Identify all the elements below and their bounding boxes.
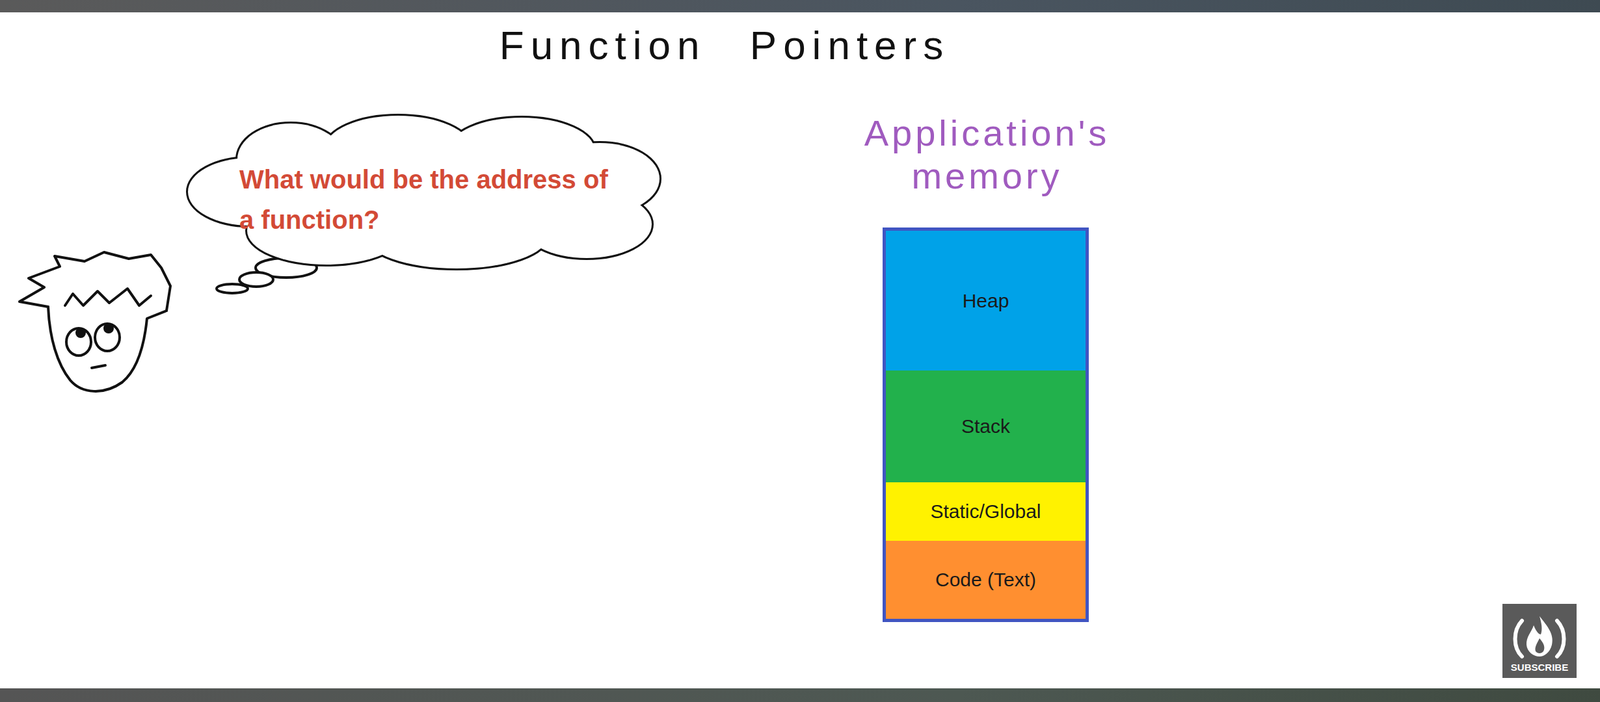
memory-segment: Stack (885, 370, 1086, 483)
memory-segment: Heap (885, 230, 1086, 371)
segment-label: Stack (961, 415, 1011, 438)
bottom-bar (0, 688, 1600, 702)
memory-block: Application's memoryHeapStackStatic/Glob… (841, 111, 1133, 623)
memory-segment: Code (Text) (885, 541, 1086, 620)
cartoon-face (19, 252, 171, 392)
memory-segment: Static/Global (885, 482, 1086, 542)
top-bar (0, 0, 1600, 13)
block-heading: Application's memory (841, 111, 1133, 198)
thought-text: What would be the address of a function? (239, 159, 624, 240)
badge-label: SUBSCRIBE (1502, 662, 1577, 674)
thought-cloud: What would be the address of a function? (183, 112, 665, 272)
segment-label: Static/Global (930, 500, 1041, 523)
subscribe-badge (1502, 604, 1577, 679)
segment-label: Heap (962, 290, 1010, 313)
diagram-title: Function Pointers (0, 22, 1450, 69)
segment-label: Code (Text) (935, 569, 1037, 592)
